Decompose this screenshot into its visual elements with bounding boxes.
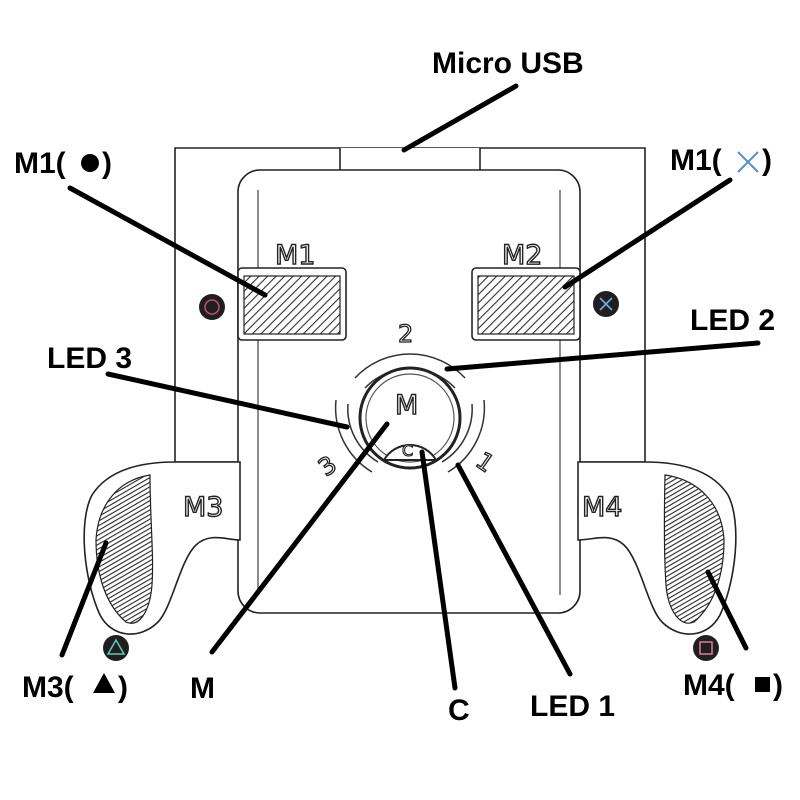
callout-c: C xyxy=(448,694,470,727)
led-3-segment xyxy=(334,399,373,473)
callout-led3: LED 3 xyxy=(47,342,132,375)
callout-m4: M4( ) xyxy=(683,669,783,702)
leader-lines xyxy=(59,83,761,691)
device-label-m3: M3 xyxy=(183,492,223,523)
leader-m1-cross xyxy=(562,177,733,290)
leader-m1-circle xyxy=(67,185,268,298)
callout-labels: Micro USB M1( ) M1( ) LED 2 LED 3 M3( ) … xyxy=(14,47,783,727)
m2-button[interactable] xyxy=(477,275,575,335)
leader-m4 xyxy=(705,569,749,651)
ring-number-2: 2 xyxy=(398,320,413,348)
circle-icon xyxy=(199,294,225,320)
m3-paddle[interactable] xyxy=(95,474,154,624)
led-1-segment xyxy=(447,399,486,473)
center-c-label: C xyxy=(402,441,413,460)
callout-m1-cross-prefix: M1( xyxy=(670,144,722,177)
device-label-m2: M2 xyxy=(502,240,542,271)
filled-circle-icon xyxy=(81,154,99,172)
callout-m3-suffix: ) xyxy=(118,671,128,704)
m1-button[interactable] xyxy=(243,275,341,335)
triangle-icon xyxy=(103,635,129,661)
cross-symbol-icon xyxy=(737,151,759,173)
leader-led3 xyxy=(105,371,350,430)
callout-m3: M3( ) xyxy=(22,671,128,704)
device-label-m1: M1 xyxy=(275,240,315,271)
device-body: M1 M2 M3 M4 2 3 1 M C xyxy=(83,147,737,661)
m-button[interactable] xyxy=(358,366,462,470)
leader-m xyxy=(209,421,390,655)
leader-m3 xyxy=(59,540,109,658)
callout-m1-circle-prefix: M1( xyxy=(14,147,66,180)
callout-m1-cross-suffix: ) xyxy=(762,144,772,177)
filled-triangle-icon xyxy=(93,673,115,693)
leader-led2 xyxy=(444,340,761,372)
callout-m4-suffix: ) xyxy=(773,669,783,702)
center-m-label: M xyxy=(395,390,418,421)
callout-m1-cross: M1( ) xyxy=(670,144,772,177)
filled-square-icon xyxy=(755,677,770,692)
callout-led1: LED 1 xyxy=(530,690,615,723)
callout-m3-prefix: M3( xyxy=(22,671,74,704)
leader-led1 xyxy=(455,462,573,677)
callout-m1-circle-suffix: ) xyxy=(102,147,112,180)
device-label-m4: M4 xyxy=(582,492,622,523)
square-icon xyxy=(693,635,719,661)
callout-m: M xyxy=(190,672,215,705)
m4-paddle[interactable] xyxy=(663,474,725,624)
cross-icon xyxy=(593,291,619,317)
callout-led2: LED 2 xyxy=(690,304,775,337)
callout-micro-usb: Micro USB xyxy=(432,47,584,80)
callout-m4-prefix: M4( xyxy=(683,669,735,702)
leader-c xyxy=(419,449,458,691)
callout-m1-circle: M1( ) xyxy=(14,147,112,180)
leader-micro-usb xyxy=(401,83,519,153)
